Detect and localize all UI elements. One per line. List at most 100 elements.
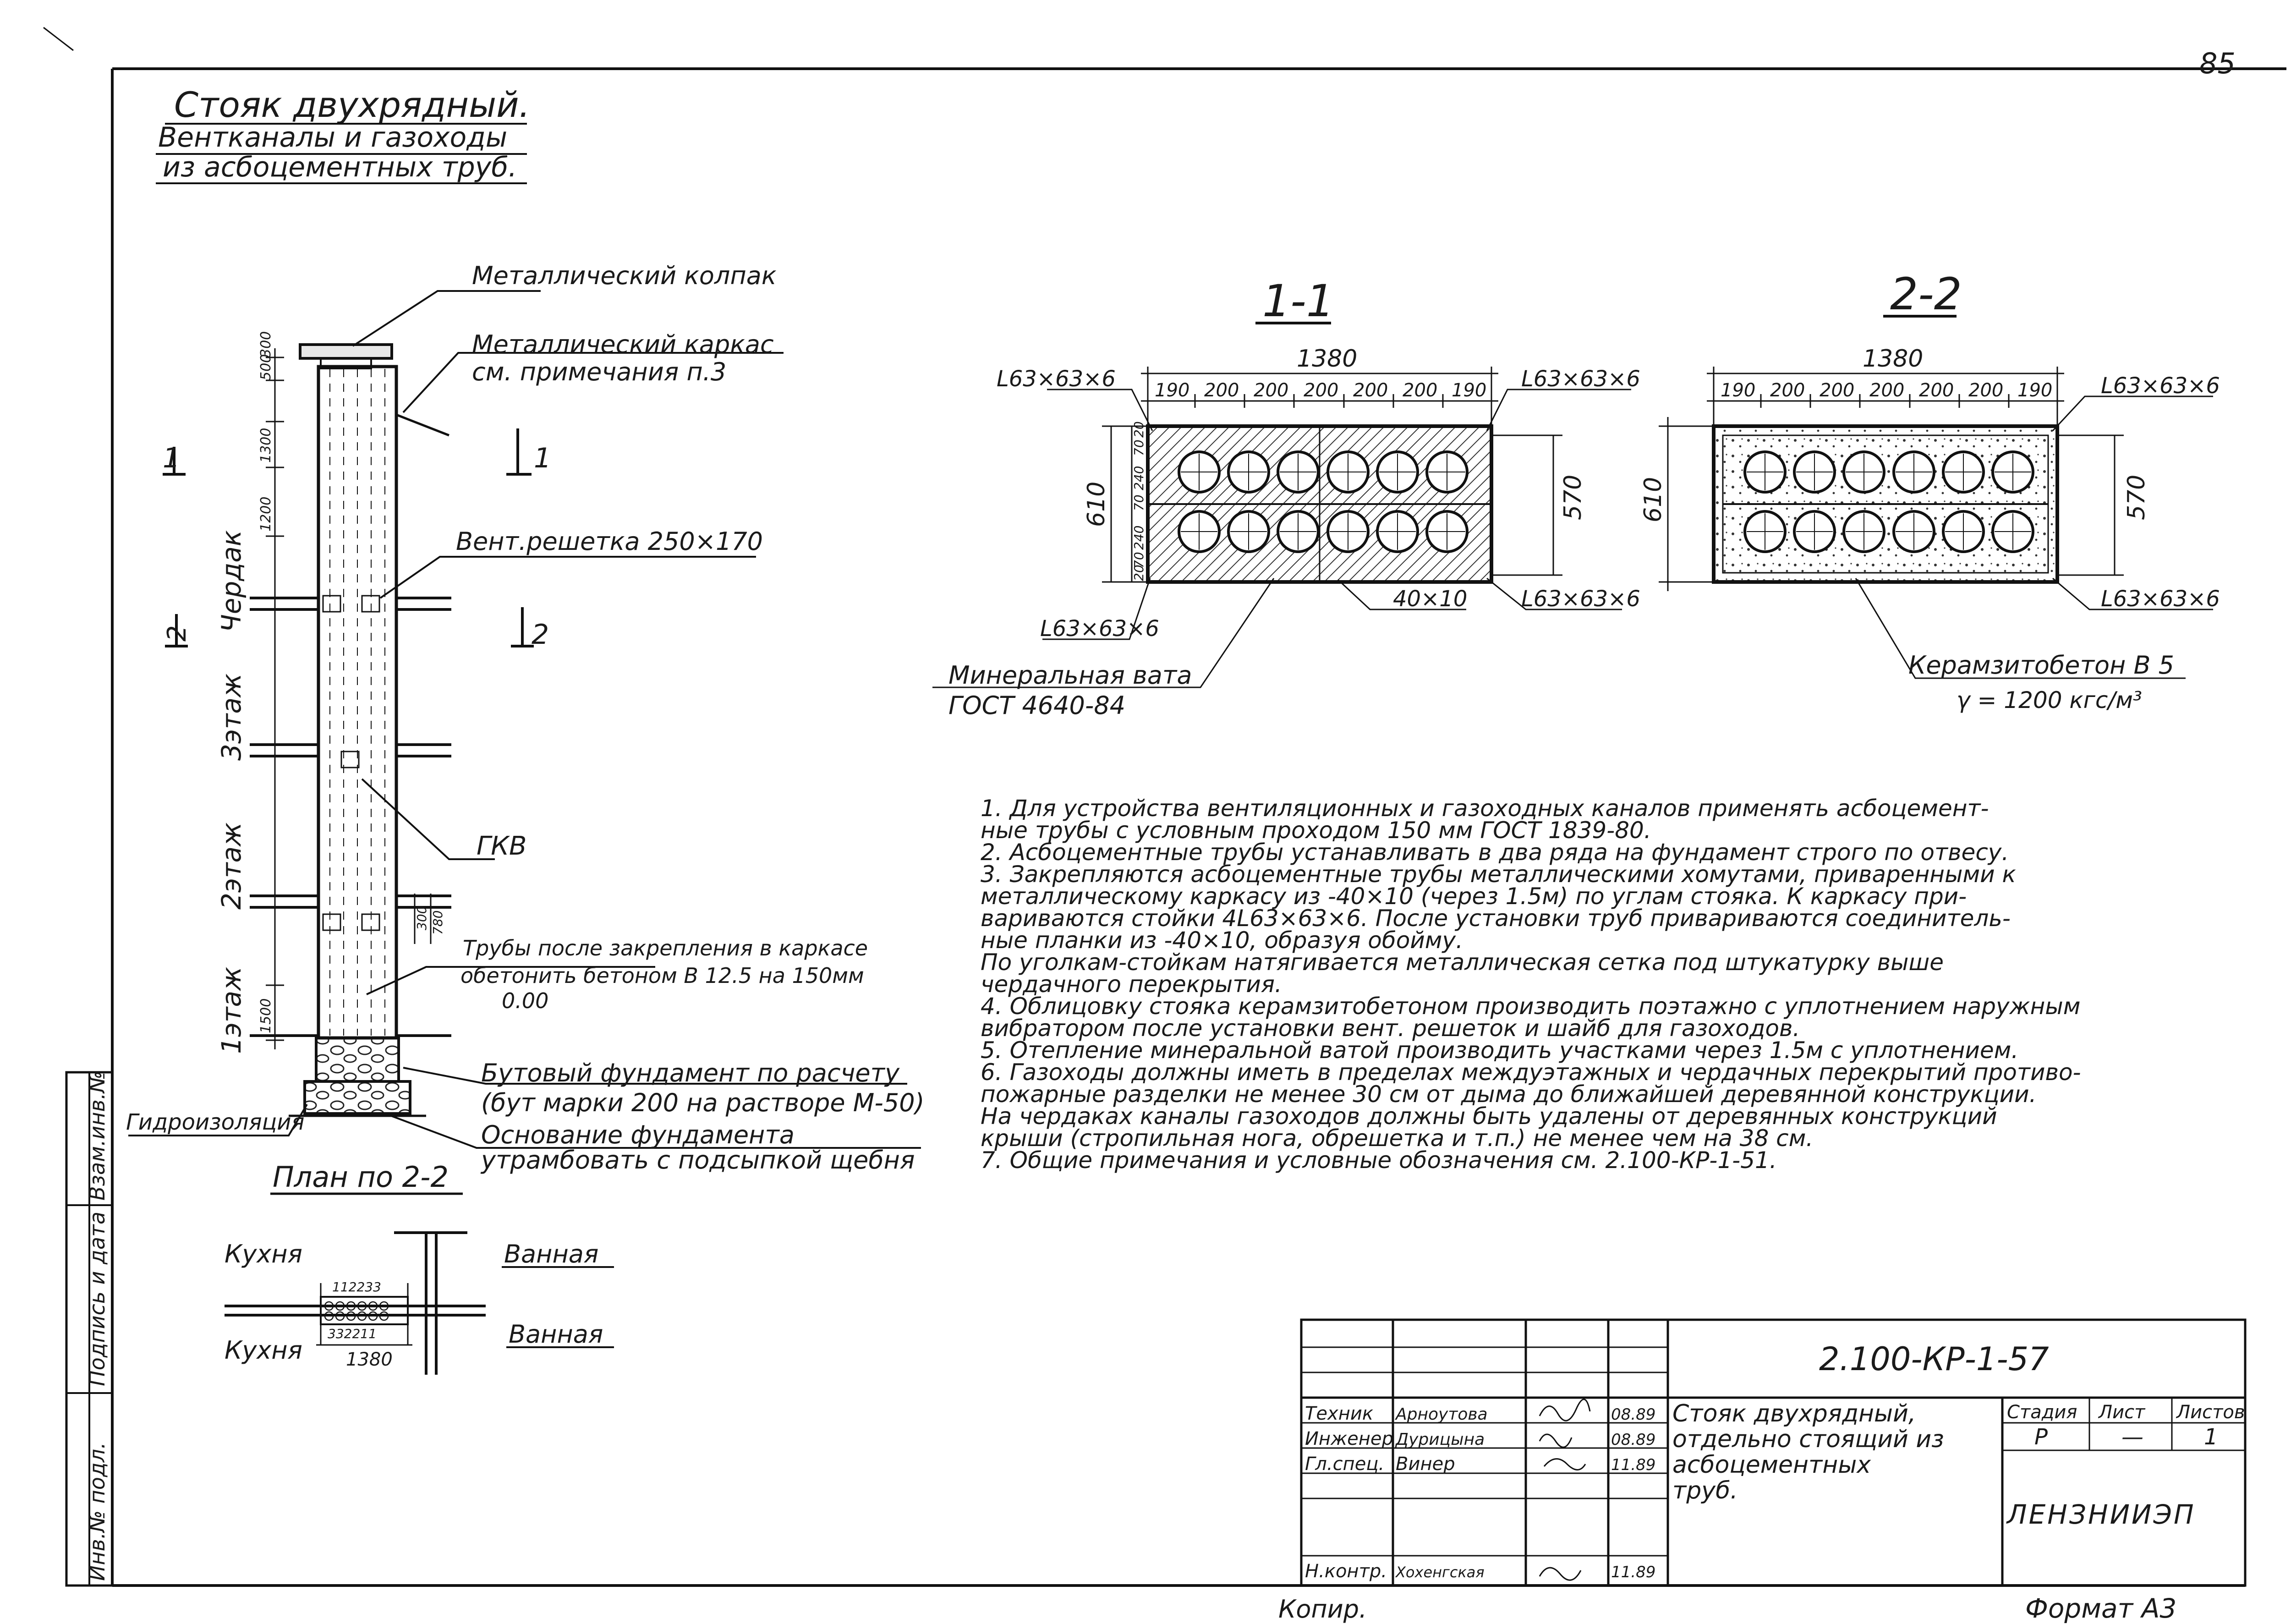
s2-angle-tr: L63×63×6 [2101, 373, 2220, 399]
callout-metal-frame: Металлический каркас [472, 330, 774, 359]
s1-angle-bl: L63×63×6 [1040, 616, 1159, 642]
title-block [1300, 1318, 2247, 1587]
s1-spacing-1: 190 [1155, 380, 1189, 401]
floor-label-attic: Чердак [216, 530, 247, 632]
section-1-label: 1-1 [1262, 275, 1334, 327]
plan-kitchen-top: Кухня [225, 1240, 302, 1268]
dim-500: 500 [258, 354, 274, 380]
callout-pipes-2: обетонить бетоном В 12.5 на 150мм [460, 963, 864, 988]
sheet-value: — [2121, 1424, 2143, 1450]
title-block-text: 2.100-КР-1-57 Техник Инженер Гл.спец. Н.… [1305, 1340, 2245, 1582]
elevation-labels: Металлический колпак Металлический карка… [126, 261, 925, 1174]
date-technician: 08.89 [1611, 1405, 1655, 1424]
margin-replaced-inv: Взам.инв.№ [85, 1071, 110, 1201]
s1-angle-br: L63×63×6 [1521, 586, 1640, 612]
zero-elevation-mark: 0.00 [502, 988, 548, 1013]
floor-label-3: 3этаж [216, 674, 247, 761]
note-line: По уголкам-стойкам натягивается металлич… [981, 949, 1944, 976]
note-line: крыши (стропильная нога, обрешетка и т.п… [981, 1125, 1814, 1152]
s1-insulation-2: ГОСТ 4640-84 [948, 691, 1125, 720]
s2-angle-br: L63×63×6 [2101, 586, 2220, 612]
dim-1500: 1500 [258, 999, 274, 1033]
s2-height-outer: 610 [1639, 477, 1667, 522]
s1-strip: 40×10 [1393, 586, 1467, 612]
s2-spacing-5: 200 [1919, 380, 1954, 401]
stamp-title-1: Стояк двухрядный, [1672, 1400, 1916, 1427]
s1-spacing-2: 200 [1204, 380, 1239, 401]
callout-base-2: утрамбовать с подсыпкой щебня [480, 1146, 915, 1174]
note-line: 6. Газоходы должны иметь в пределах межд… [981, 1059, 2081, 1086]
margin-inv-number: Инв.№ подл. [85, 1442, 110, 1581]
signatures [1539, 1399, 1591, 1581]
dim-300-floor: 300 [414, 906, 429, 930]
sheet-frame [43, 27, 2286, 1587]
s1-spacing-5: 200 [1353, 380, 1388, 401]
s1-height-inner: 570 [1559, 475, 1587, 520]
section-2-2: 2-2 [1639, 269, 2220, 713]
hdr-sheet: Лист [2098, 1402, 2146, 1423]
name-norm-control: Хохенгская [1395, 1564, 1485, 1581]
stamp-title-3: асбоцементных [1672, 1451, 1871, 1479]
s1-spacing-4: 200 [1304, 380, 1338, 401]
plan-row-bottom: 332211 [328, 1326, 377, 1341]
name-technician: Арноутова [1395, 1405, 1488, 1424]
plan-width: 1380 [346, 1349, 393, 1370]
doc-code: 2.100-КР-1-57 [1819, 1340, 2049, 1378]
s2-concrete-2: γ = 1200 кгс/м³ [1957, 687, 2142, 713]
callout-rubble-1: Бутовый фундамент по расчету [481, 1059, 900, 1087]
name-chief-spec: Винер [1396, 1454, 1455, 1475]
plan-row-top: 112233 [332, 1279, 381, 1295]
footer-copied: Копир. [1278, 1595, 1367, 1624]
date-norm-control: 11.89 [1611, 1563, 1655, 1581]
s1-spacing-3: 200 [1254, 380, 1288, 401]
dim-780: 780 [430, 911, 445, 935]
organization: ЛЕНЗНИИЭП [2006, 1499, 2196, 1530]
footer-format: Формат А3 [2025, 1593, 2176, 1624]
role-norm-control: Н.контр. [1305, 1561, 1387, 1582]
note-line: 2. Асбоцементные трубы устанавливать в д… [981, 839, 2009, 866]
note-line: ные трубы с условным проходом 150 мм ГОС… [981, 817, 1651, 844]
s2-spacing-1: 190 [1721, 380, 1755, 401]
s1-left-dim-7: 20 [1131, 565, 1146, 581]
stamp-title-2: отдельно стоящий из [1672, 1426, 1944, 1453]
role-engineer: Инженер [1305, 1428, 1393, 1449]
note-line: пожарные разделки не менее 30 см от дыма… [981, 1081, 2037, 1108]
role-technician: Техник [1305, 1403, 1373, 1424]
sheets-value: 1 [2204, 1424, 2218, 1450]
stamp-title-4: труб. [1672, 1477, 1738, 1504]
s2-spacing-2: 200 [1770, 380, 1805, 401]
dim-1200: 1200 [258, 497, 274, 532]
callout-rubble-2: (бут марки 200 на растворе М-50) [481, 1088, 925, 1117]
note-line: 3. Закрепляются асбоцементные трубы мета… [981, 861, 2016, 888]
section-mark-2-left: 2 [162, 625, 192, 642]
stack-elevation [128, 290, 921, 1149]
hdr-sheets: Листов [2176, 1402, 2245, 1423]
title-line-3: из асбоцементных труб. [163, 151, 517, 183]
note-line: 5. Отепление минеральной ватой производи… [981, 1037, 2019, 1064]
s2-spacing-6: 200 [1968, 380, 2003, 401]
s1-angle-tl: L63×63×6 [997, 366, 1116, 392]
s1-left-dim-6: 70 [1131, 552, 1146, 568]
stage-value: Р [2034, 1424, 2048, 1450]
hdr-stage: Стадия [2007, 1402, 2077, 1423]
s1-spacing-7: 190 [1452, 380, 1486, 401]
section-mark-1-left: 1 [163, 442, 180, 474]
s1-height-outer: 610 [1083, 482, 1110, 527]
plan-view: План по 2-2 Кухня Кухня Ванная Ванная 11… [225, 1160, 614, 1375]
callout-gkv: ГКВ [477, 831, 526, 861]
dim-1300: 1300 [258, 428, 274, 463]
s2-spacing-7: 190 [2017, 380, 2052, 401]
note-line: 7. Общие примечания и условные обозначен… [981, 1147, 1777, 1174]
plan-kitchen-bottom: Кухня [225, 1336, 302, 1365]
section-mark-2-right: 2 [532, 619, 549, 651]
floor-label-1: 1этаж [216, 967, 247, 1054]
callout-base-1: Основание фундамента [481, 1120, 795, 1149]
s2-height-inner: 570 [2123, 475, 2150, 520]
note-line: чердачного перекрытия. [981, 971, 1282, 998]
drawing-title: Стояк двухрядный. Вентканалы и газоходы … [156, 84, 530, 184]
margin-signature-date: Подпись и дата [85, 1212, 110, 1386]
floor-label-2: 2этаж [216, 823, 247, 910]
section-1-1: 1-1 [932, 275, 1640, 720]
title-line-2: Вентканалы и газоходы [158, 121, 507, 154]
